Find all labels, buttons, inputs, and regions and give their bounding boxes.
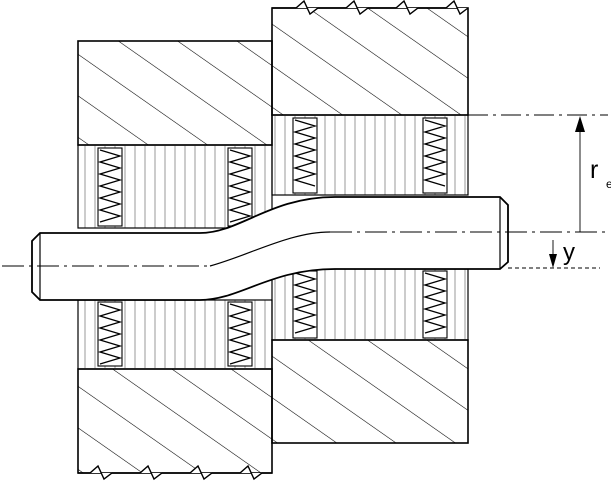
re-label-subscript: e xyxy=(606,177,611,191)
left-top-block xyxy=(77,40,273,146)
spring-coil xyxy=(422,119,448,187)
spring-coil xyxy=(292,272,318,334)
y-label: y xyxy=(563,239,575,266)
shaft-bend-line xyxy=(209,231,331,267)
right-break-line xyxy=(272,0,469,16)
spring-coil xyxy=(97,303,123,365)
spring-coil xyxy=(227,303,253,365)
spring-coil xyxy=(292,119,318,187)
spring-coil xyxy=(227,149,253,223)
dimensions xyxy=(468,114,608,269)
springs xyxy=(97,117,448,367)
right-top-block xyxy=(271,7,469,116)
re-label: r xyxy=(590,156,599,184)
left-bottom-block xyxy=(77,368,273,474)
re-arrow xyxy=(575,116,585,132)
right-bottom-block xyxy=(271,339,469,444)
y-arrow xyxy=(549,254,557,268)
centerlines xyxy=(2,231,608,267)
bent-shaft xyxy=(31,196,509,301)
left-break-line xyxy=(78,464,272,481)
spring-coil xyxy=(97,149,123,223)
spring-coil xyxy=(422,272,448,334)
